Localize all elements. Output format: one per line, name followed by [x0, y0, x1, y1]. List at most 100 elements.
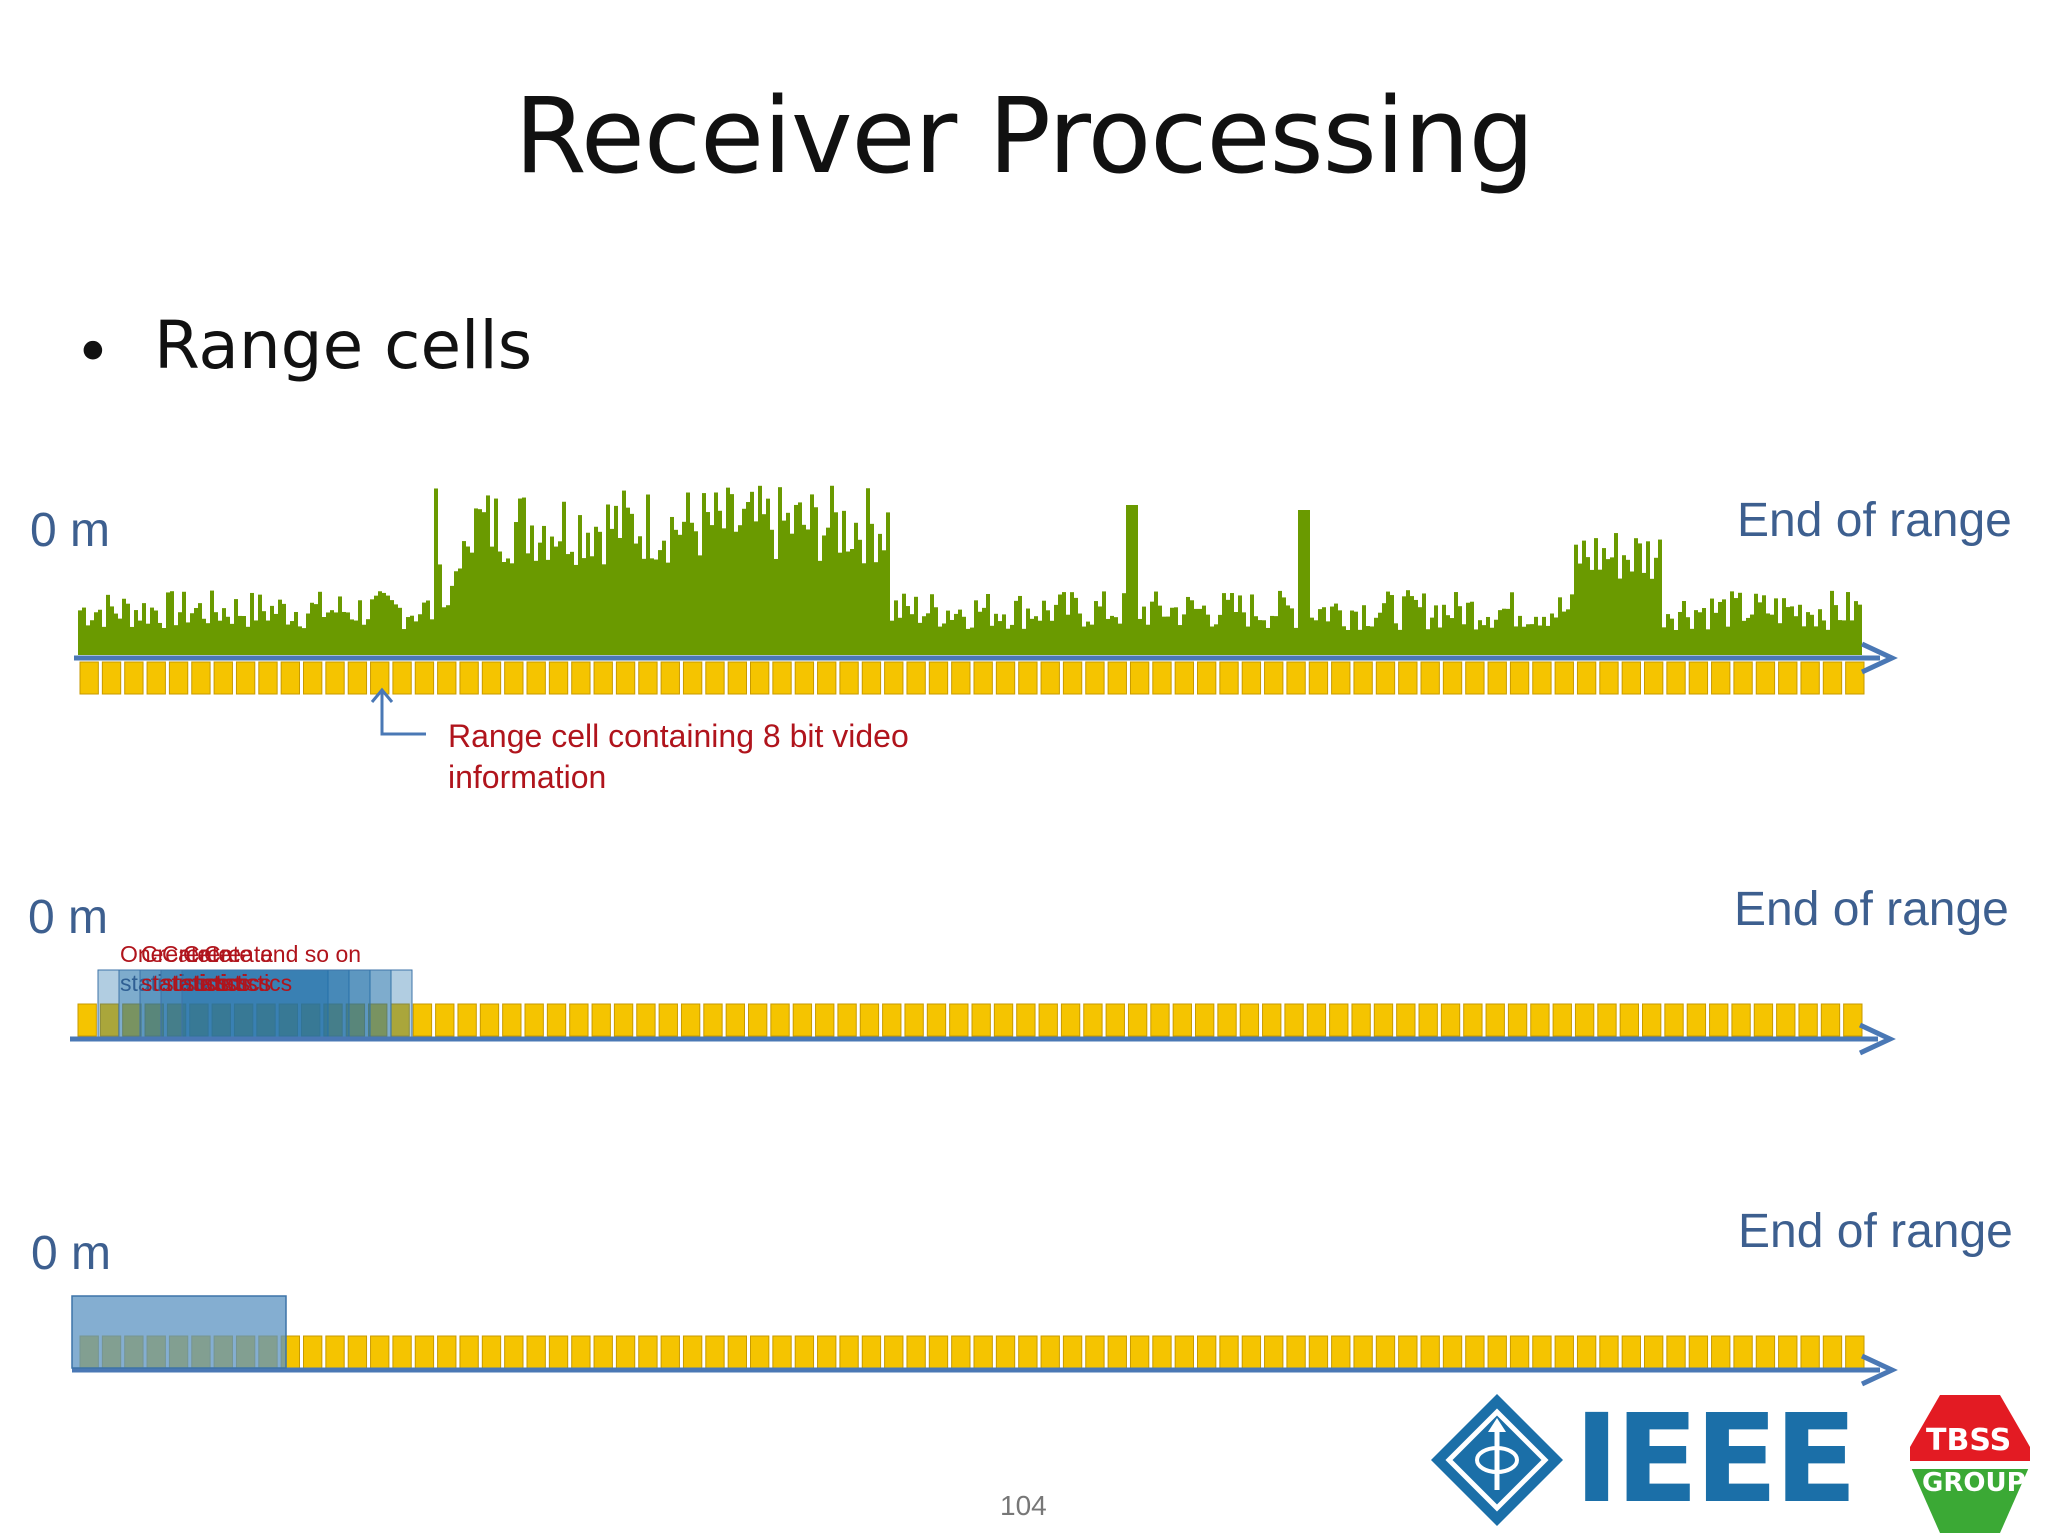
signal-sample: [698, 555, 702, 655]
range-cell: [1798, 1003, 1818, 1037]
signal-sample: [874, 562, 878, 655]
range-cell: [235, 661, 256, 695]
signal-sample: [634, 543, 638, 655]
range-cell: [1262, 1003, 1282, 1037]
signal-sample: [226, 616, 230, 655]
range-cell: [1241, 1335, 1262, 1369]
range-cell: [191, 661, 211, 695]
signal-sample: [1194, 608, 1198, 655]
signal-sample: [1078, 613, 1082, 655]
range-cell: [1642, 1003, 1662, 1037]
range-cell: [457, 1003, 477, 1037]
signal-sample: [458, 568, 462, 655]
signal-sample: [438, 564, 442, 655]
signal-sample: [842, 510, 846, 655]
signal-sample: [174, 625, 178, 655]
signal-sample: [1294, 627, 1298, 655]
signal-sample: [1698, 612, 1702, 655]
signal-sample: [1798, 604, 1802, 655]
signal-sample: [710, 525, 714, 655]
signal-sample: [678, 534, 682, 655]
signal-sample: [1670, 618, 1674, 655]
range-cell: [926, 1003, 947, 1037]
range-cell: [1800, 1335, 1820, 1369]
signal-sample: [738, 525, 742, 655]
range-cell: [904, 1003, 924, 1037]
range-cell: [1016, 1003, 1036, 1037]
signal-sample: [878, 533, 882, 655]
signal-sample: [1786, 607, 1790, 655]
signal-sample: [1538, 625, 1542, 655]
signal-sample: [1658, 539, 1662, 655]
signal-sample: [594, 526, 598, 655]
signal-sample: [1178, 625, 1182, 655]
signal-sample: [1842, 620, 1846, 655]
signal-sample: [854, 522, 858, 655]
signal-sample: [530, 525, 534, 655]
signal-sample: [1778, 623, 1782, 655]
signal-sample: [766, 498, 770, 655]
signal-sample: [510, 563, 514, 655]
signal-sample: [1246, 626, 1250, 655]
signal-sample: [586, 532, 590, 655]
signal-sample: [1422, 593, 1426, 655]
signal-sample: [790, 533, 794, 655]
range-cell: [1845, 661, 1865, 695]
signal-sample: [1202, 605, 1206, 655]
range-cell: [414, 661, 435, 695]
signal-sample: [898, 617, 902, 655]
signal-sample: [1206, 614, 1210, 655]
signal-sample: [806, 529, 810, 655]
signal-sample: [198, 603, 202, 655]
signal-sample: [1630, 571, 1634, 655]
range-cell: [368, 1003, 388, 1037]
signal-sample: [754, 521, 758, 655]
signal-sample: [730, 494, 734, 655]
signal-sample: [1818, 609, 1822, 655]
signal-sample: [814, 507, 818, 655]
range-cell: [1778, 1335, 1798, 1369]
signal-sample: [794, 504, 798, 655]
signal-sample: [130, 626, 134, 655]
signal-sample: [562, 501, 566, 655]
signal-sample: [354, 620, 358, 655]
statistics-window: [71, 1295, 287, 1369]
signal-sample: [1586, 557, 1590, 655]
signal-sample: [246, 626, 250, 655]
signal-sample: [1490, 627, 1494, 655]
signal-sample: [282, 603, 286, 655]
signal-sample: [1646, 541, 1650, 655]
range-cell: [548, 661, 569, 695]
signal-sample: [630, 513, 634, 655]
signal-sample: [1662, 627, 1666, 655]
signal-sample: [126, 603, 130, 655]
signal-sample: [1474, 629, 1478, 655]
range-cell: [1778, 661, 1798, 695]
signal-sample: [1814, 626, 1818, 655]
sliding-window: [139, 969, 371, 1039]
range-cell: [1820, 1003, 1841, 1037]
range-cell: [1351, 1003, 1371, 1037]
range-cell: [794, 661, 815, 695]
signal-sample: [1022, 628, 1026, 655]
range-cell: [278, 1003, 298, 1037]
signal-sample: [798, 502, 802, 655]
signal-sample: [1518, 615, 1522, 655]
range-cell: [815, 1003, 835, 1037]
range-cell: [166, 1003, 187, 1037]
signal-sample: [306, 613, 310, 655]
signal-sample: [1758, 602, 1762, 655]
range-cell: [1197, 661, 1217, 695]
signal-sample: [1134, 505, 1138, 655]
range-cell: [1398, 1335, 1418, 1369]
signal-sample: [1282, 597, 1286, 655]
signal-sample: [1362, 605, 1366, 655]
signal-sample: [1678, 611, 1682, 655]
signal-sample: [234, 599, 238, 655]
signal-sample: [366, 619, 370, 655]
window-stat-2: statistics: [141, 970, 230, 996]
signal-sample: [890, 620, 894, 655]
signal-sample: [1430, 617, 1434, 655]
signal-sample: [1810, 614, 1814, 655]
signal-sample: [1358, 629, 1362, 655]
